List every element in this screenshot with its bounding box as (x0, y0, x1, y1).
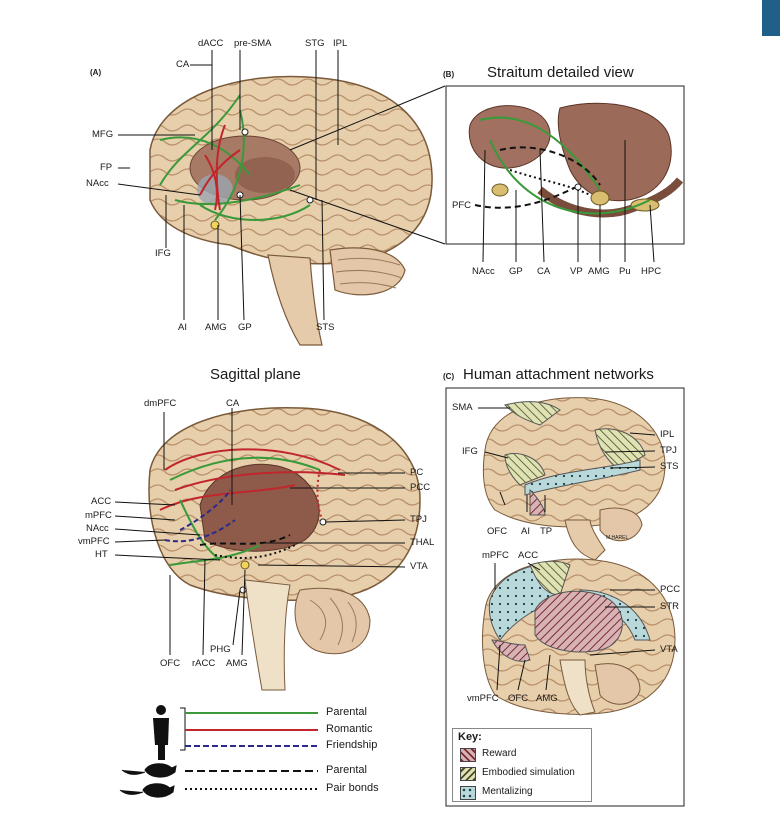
legend-human-romantic: Romantic (326, 723, 373, 735)
brain-c-top (482, 397, 666, 561)
label-vta-c: VTA (660, 644, 678, 655)
striatum-detail (468, 102, 684, 218)
label-mpfc-sag: mPFC (85, 510, 112, 521)
label-ifg-c: IFG (462, 446, 478, 457)
label-amg-a: AMG (205, 322, 227, 333)
leaders-a (117, 50, 446, 321)
label-str: STR (660, 601, 679, 612)
label-tpj-c: TPJ (660, 445, 677, 456)
label-ofc-sag: OFC (160, 658, 181, 669)
label-ofc-c: OFC (508, 693, 529, 704)
legend-glyphs (119, 705, 318, 798)
label-amg-sag: AMG (226, 658, 248, 669)
label-gp-a: GP (238, 322, 252, 333)
leaders-c (478, 407, 656, 691)
label-ht: HT (95, 549, 108, 560)
brain-sagittal (148, 406, 421, 691)
label-vp: VP (570, 266, 583, 277)
mentalizing-swatch (460, 786, 476, 800)
label-nacc-b: NAcc (472, 266, 495, 277)
label-ca-b: CA (537, 266, 551, 277)
label-amg-c: AMG (536, 693, 558, 704)
label-dacc: dACC (198, 38, 224, 49)
label-vta-sag: VTA (410, 561, 428, 572)
label-ca: CA (176, 59, 190, 70)
legend-rodent-pair-bonds: Pair bonds (326, 782, 379, 794)
label-hpc: HPC (641, 266, 662, 277)
panel-b-letter: (B) (443, 70, 455, 79)
label-fp: FP (100, 162, 113, 173)
key-embodied: Embodied simulation (482, 767, 575, 778)
label-presma: pre-SMA (234, 38, 272, 49)
legend-human-parental: Parental (326, 706, 367, 718)
label-ai-c: AI (521, 526, 530, 537)
label-gp-b: GP (509, 266, 523, 277)
label-vmpfc-c: vmPFC (467, 693, 499, 704)
label-ofc-c-top: OFC (487, 526, 508, 537)
label-thal: THAL (410, 537, 435, 548)
label-sts-a: STS (316, 322, 335, 333)
sagittal-title: Sagittal plane (210, 366, 301, 383)
leaders-sag (114, 408, 406, 656)
reward-swatch (460, 748, 476, 762)
label-pc: PC (410, 467, 424, 478)
brain-lateral-a (149, 75, 433, 346)
label-racc: rACC (192, 658, 216, 669)
key-title: Key: (458, 731, 482, 743)
label-nacc-sag: NAcc (86, 523, 109, 534)
label-mpfc-c: mPFC (482, 550, 509, 561)
artist-signature: M.HAREL (606, 535, 629, 541)
label-ca-sag: CA (226, 398, 240, 409)
brain-c-bottom (481, 558, 676, 716)
label-sma: SMA (452, 402, 473, 413)
label-acc-c: ACC (518, 550, 539, 561)
label-ai: AI (178, 322, 187, 333)
legend-rodent-parental: Parental (326, 764, 367, 776)
label-phg: PHG (210, 644, 231, 655)
label-mfg: MFG (92, 129, 114, 140)
leaders-b (482, 140, 655, 263)
label-stg: STG (305, 38, 325, 49)
key-reward: Reward (482, 748, 517, 759)
label-pfc: PFC (452, 200, 471, 211)
label-sts-c: STS (660, 461, 679, 472)
panel-c-letter: (C) (443, 372, 455, 381)
panel-a-letter: (A) (90, 68, 102, 77)
label-nacc-a: NAcc (86, 178, 109, 189)
label-vmpfc-sag: vmPFC (78, 536, 110, 547)
label-ipl-c: IPL (660, 429, 675, 440)
panel-c-title: Human attachment networks (463, 366, 654, 383)
panel-b-title: Straitum detailed view (487, 64, 634, 81)
label-tpj-sag: TPJ (410, 514, 427, 525)
label-pu: Pu (619, 266, 631, 277)
key-mentalizing: Mentalizing (482, 786, 533, 797)
label-ipl: IPL (333, 38, 348, 49)
label-pcc-sag: PCC (410, 482, 431, 493)
label-amg-b: AMG (588, 266, 610, 277)
embodied-swatch (460, 767, 476, 781)
label-ifg: IFG (155, 248, 171, 259)
page-corner-tab (762, 0, 780, 36)
label-tp-c: TP (540, 526, 553, 537)
label-acc-sag: ACC (91, 496, 112, 507)
label-dmpfc: dmPFC (144, 398, 177, 409)
legend-human-friendship: Friendship (326, 739, 378, 751)
label-pcc-c: PCC (660, 584, 681, 595)
